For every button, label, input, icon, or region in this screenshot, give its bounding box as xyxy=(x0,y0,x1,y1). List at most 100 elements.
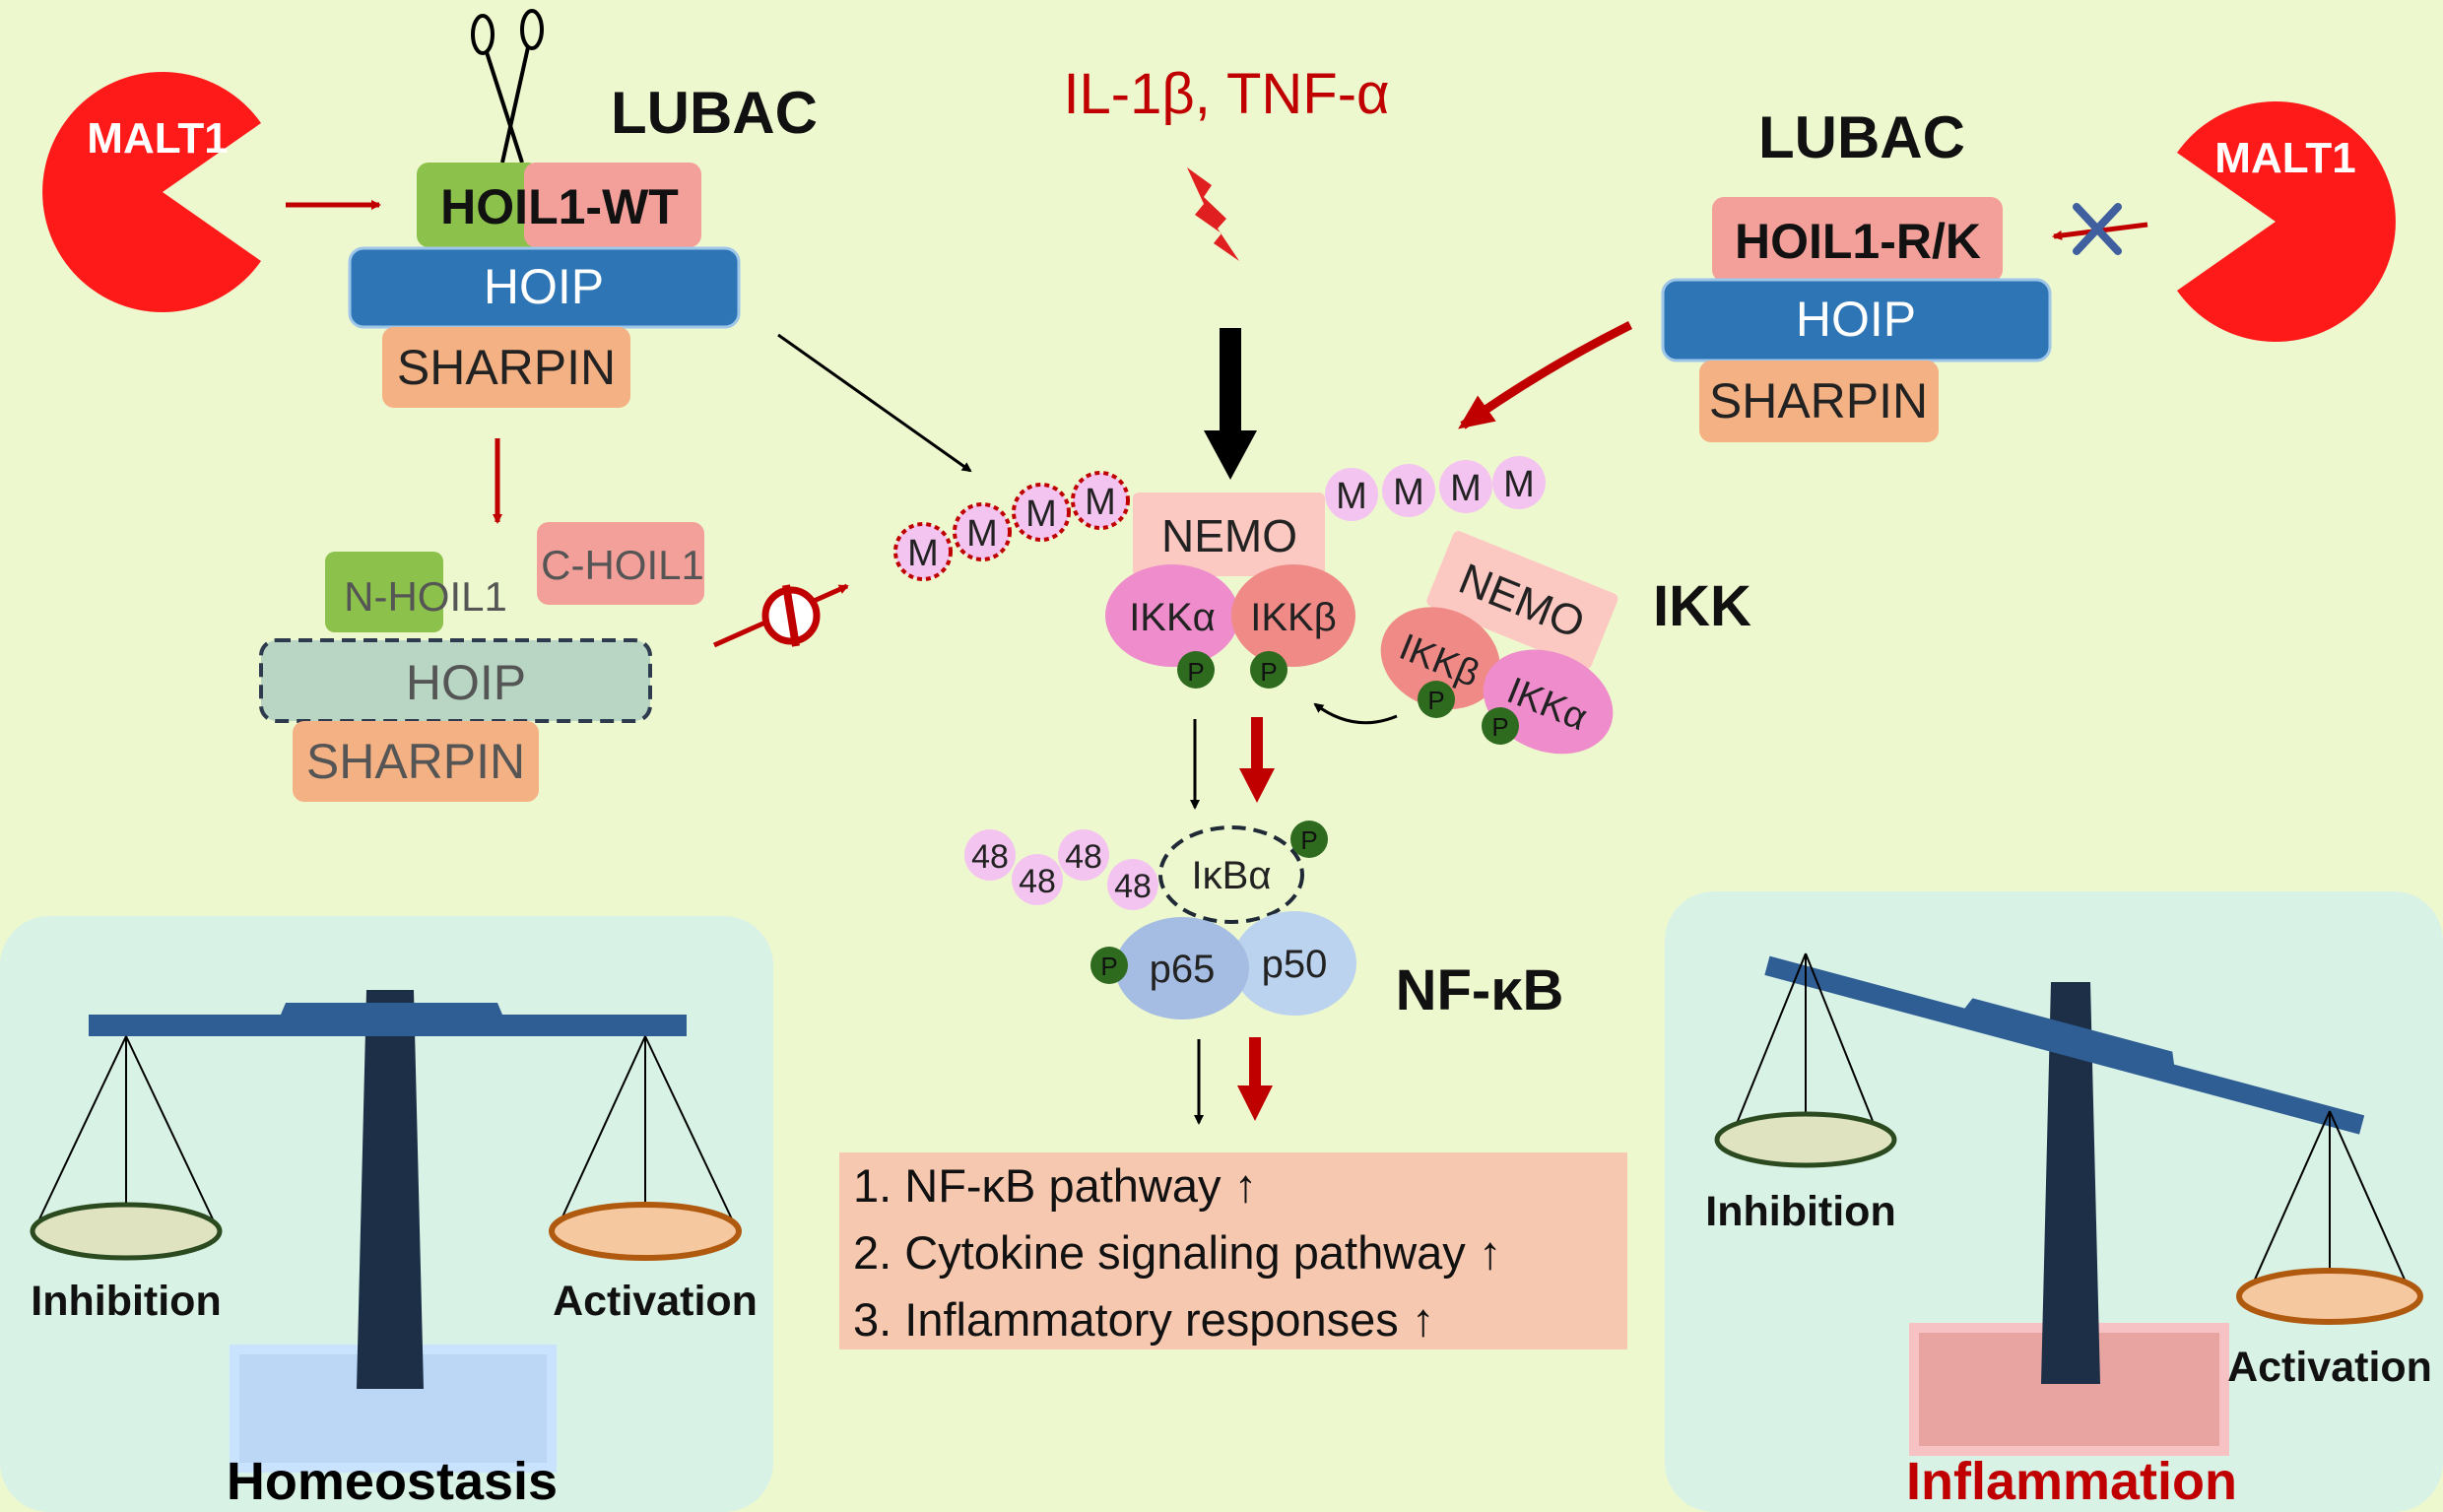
inflammation-title: Inflammation xyxy=(1906,1452,2237,1511)
tilted-ikk-beta-phospho xyxy=(1418,681,1455,718)
ikk-to-ikba-red-arrow xyxy=(1239,717,1275,803)
nfkb-label: NF-κB xyxy=(1396,958,1564,1022)
homeostasis-activation-label: Activation xyxy=(553,1278,758,1325)
svg-text:P: P xyxy=(1187,657,1204,687)
lightning-icon xyxy=(1187,167,1239,261)
right-hoip-label: HOIP xyxy=(1796,292,1916,347)
block-x-icon xyxy=(2073,203,2122,255)
lubac-wt-to-linear-ub-arrow xyxy=(777,333,972,473)
inflammation-pillar xyxy=(2041,982,2100,1384)
ikk-alpha-label: IKKα xyxy=(1129,596,1216,639)
n-hoil1-label: N-HOIL1 xyxy=(344,573,507,620)
homeostasis-inhibition-pan xyxy=(30,1202,223,1261)
cleaved-sharpin-box xyxy=(293,721,539,802)
outcome-item-1: 1. NF-κB pathway ↑ xyxy=(853,1159,1257,1212)
svg-text:48: 48 xyxy=(1065,838,1102,876)
svg-text:M: M xyxy=(1393,472,1424,513)
svg-text:P: P xyxy=(1260,657,1277,687)
nfkb-to-outcome-red-arrow xyxy=(1237,1037,1273,1121)
p50-label: p50 xyxy=(1262,943,1328,986)
cleaved-lubac-complex: N-HOIL1 C-HOIL1 HOIP SHARPIN xyxy=(259,522,704,802)
nemo-box xyxy=(1133,493,1325,576)
inflammation-scale: Inhibition Activation Inflammation xyxy=(1705,953,2432,1511)
n-hoil1-box xyxy=(325,552,443,632)
hoil1-rk-box xyxy=(1712,197,2003,282)
ikk-beta-phospho xyxy=(1250,651,1288,689)
inflammation-activation-label: Activation xyxy=(2227,1344,2432,1391)
p65-phospho xyxy=(1090,947,1128,984)
svg-text:P: P xyxy=(1427,686,1444,715)
svg-text:P: P xyxy=(1100,952,1117,981)
homeostasis-pedestal xyxy=(230,1345,557,1473)
stimulus-down-arrow xyxy=(1204,328,1257,480)
hoil1-wt-green-part xyxy=(417,163,540,247)
homeostasis-beam xyxy=(89,1003,687,1036)
ikk-label: IKK xyxy=(1653,574,1751,638)
left-malt1-label: MALT1 xyxy=(87,114,228,163)
svg-text:M: M xyxy=(1450,468,1482,509)
left-hoip-label: HOIP xyxy=(484,259,604,314)
nemo-tilted-box xyxy=(1426,531,1618,669)
p50-ellipse xyxy=(1232,911,1356,1016)
right-sharpin-label: SHARPIN xyxy=(1709,373,1928,428)
hoil1-wt-pink-part xyxy=(524,163,701,247)
inflammation-activation-pan xyxy=(2236,1268,2423,1325)
ikk-alpha-ellipse xyxy=(1105,564,1239,667)
hoil1-wt-label: HOIL1-WT xyxy=(440,179,679,234)
left-sharpin-label: SHARPIN xyxy=(397,340,616,395)
left-malt1-pacman-icon xyxy=(42,71,261,312)
svg-text:M: M xyxy=(1025,493,1057,535)
svg-text:48: 48 xyxy=(1019,863,1056,900)
lubac-rk-to-nemo-arrow xyxy=(1458,320,1633,429)
svg-text:M: M xyxy=(907,533,939,574)
svg-text:P: P xyxy=(1300,825,1317,855)
p65-ellipse xyxy=(1115,917,1249,1019)
ikk-alpha-phospho xyxy=(1177,651,1215,689)
inflammation-beam xyxy=(1764,955,2365,1135)
stimulus-label: IL-1β, TNF-α xyxy=(1063,62,1389,126)
inflammation-inhibition-pan xyxy=(1714,1111,1897,1168)
outcome-box xyxy=(839,1152,1627,1349)
c-hoil1-label: C-HOIL1 xyxy=(541,542,704,588)
hoil1-rk-label: HOIL1-R/K xyxy=(1735,214,1981,269)
left-lubac-title: LUBAC xyxy=(611,80,818,146)
inflammation-inhibition-label: Inhibition xyxy=(1705,1188,1895,1235)
nemo-label: NEMO xyxy=(1161,510,1297,561)
svg-text:48: 48 xyxy=(1114,868,1152,905)
right-malt1-pacman-icon xyxy=(2177,100,2396,342)
ikk-activation-curved-arrow xyxy=(1313,702,1398,725)
right-malt1-label: MALT1 xyxy=(2214,134,2355,182)
ikk-beta-label: IKKβ xyxy=(1250,596,1336,639)
scissors-icon xyxy=(471,9,544,164)
outcome-item-2: 2. Cytokine signaling pathway ↑ xyxy=(853,1226,1501,1279)
ikk-beta-ellipse xyxy=(1231,564,1355,667)
left-lubac-complex: MALT1 LUBAC HOIL1-WT HOIP SHARPIN xyxy=(42,9,818,408)
svg-text:M: M xyxy=(1503,464,1535,505)
homeostasis-pillar xyxy=(357,990,424,1389)
homeostasis-activation-pan xyxy=(549,1202,742,1261)
ikba-phospho xyxy=(1290,821,1328,858)
svg-text:48: 48 xyxy=(971,838,1009,876)
linear-ub-chain-right: M M M M xyxy=(1325,456,1546,521)
right-lubac-title: LUBAC xyxy=(1758,104,1965,170)
p65-label: p65 xyxy=(1150,948,1216,991)
svg-text:P: P xyxy=(1491,712,1508,742)
svg-text:M: M xyxy=(966,513,998,555)
tilted-ikk-alpha-phospho xyxy=(1482,707,1519,745)
cleaved-sharpin-label: SHARPIN xyxy=(306,734,525,789)
homeostasis-scale: Inhibition Activation Homeostasis xyxy=(30,990,758,1511)
blocked-activation-arrow xyxy=(712,583,849,648)
right-sharpin-box xyxy=(1699,361,1939,442)
left-sharpin-box xyxy=(382,327,630,408)
svg-text:M: M xyxy=(1085,482,1116,523)
ikba-ellipse xyxy=(1158,825,1304,924)
homeostasis-title: Homeostasis xyxy=(227,1452,558,1511)
right-lubac-complex: LUBAC HOIL1-R/K HOIP SHARPIN MALT1 xyxy=(1661,100,2396,442)
linear-ub-chain-left: M M M M xyxy=(893,471,1130,581)
cleaved-hoip-label: HOIP xyxy=(406,655,526,710)
ikk-beta-tilted-ellipse xyxy=(1380,607,1500,710)
outcome-item-3: 3. Inflammatory responses ↑ xyxy=(853,1293,1434,1346)
homeostasis-inhibition-label: Inhibition xyxy=(31,1278,221,1325)
svg-text:M: M xyxy=(1336,476,1367,517)
